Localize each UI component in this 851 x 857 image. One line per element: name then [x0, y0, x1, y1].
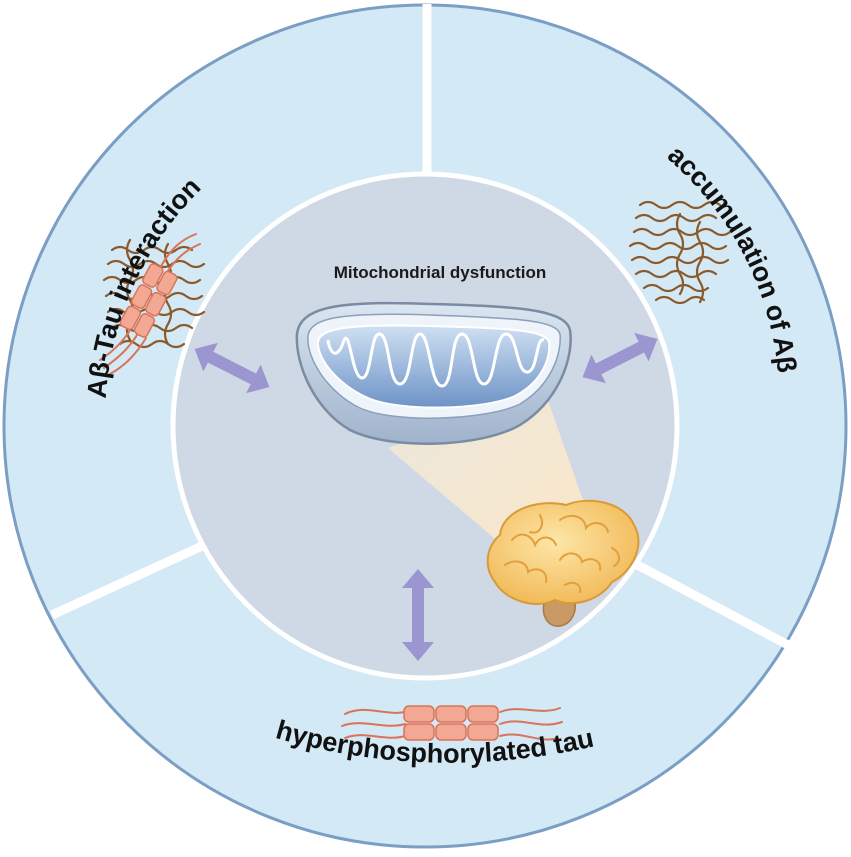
arrow-right — [582, 332, 658, 384]
mitochondrion-icon — [295, 301, 572, 445]
amyloid-beta-fibril-icon — [628, 200, 732, 305]
arrow-bottom — [402, 569, 434, 661]
tau-tangle-icon — [341, 705, 563, 741]
center-title: Mitochondrial dysfunction — [334, 263, 547, 282]
brain-icon — [486, 499, 640, 627]
arrow-left — [194, 342, 270, 394]
double-headed-arrow-icon — [194, 332, 658, 661]
segment-dividers — [50, 4, 793, 650]
abeta-tau-complex-icon — [99, 233, 206, 375]
